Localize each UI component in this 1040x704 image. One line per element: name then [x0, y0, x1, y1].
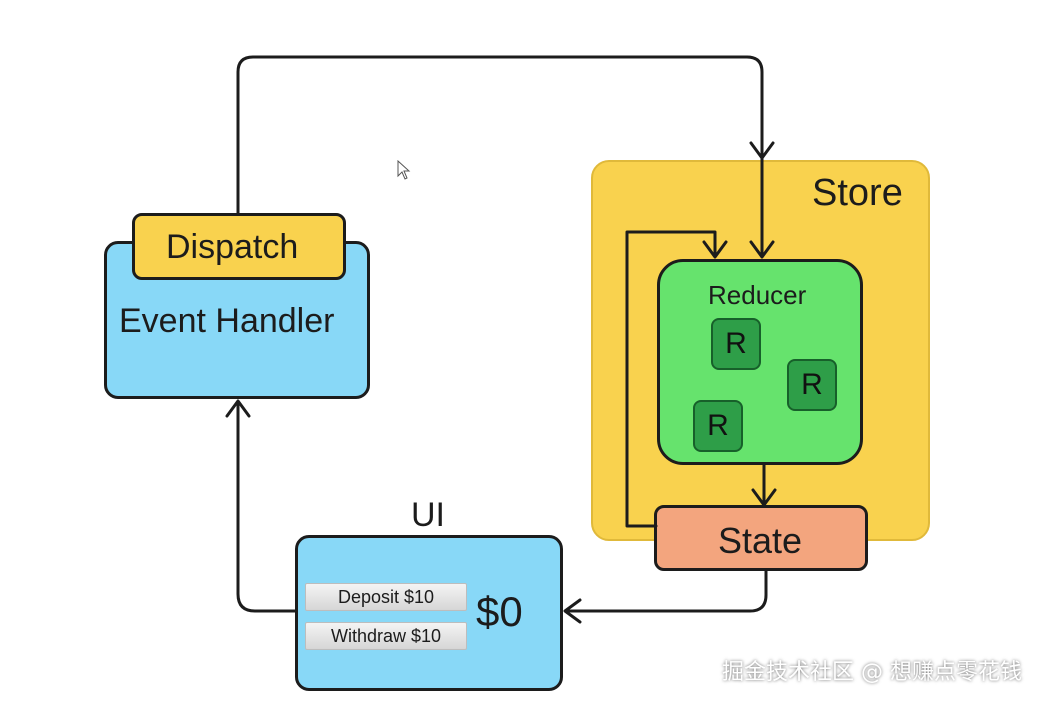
ui-label: UI — [411, 496, 445, 534]
arrow-ui-to-event-handler — [236, 400, 297, 613]
arrow-dispatch-to-reducer — [236, 55, 764, 257]
balance-label: $0 — [476, 588, 523, 635]
withdraw-button[interactable]: Withdraw $10 — [305, 622, 467, 650]
arrow-state-to-ui — [564, 569, 768, 613]
arrow-state-to-reducer — [625, 230, 717, 528]
state-box — [654, 505, 868, 571]
ui-box — [295, 535, 563, 691]
state-label: State — [718, 520, 803, 561]
store-label: Store — [812, 172, 903, 214]
watermark-text: 掘金技术社区 @ 想赚点零花钱 — [722, 660, 1022, 685]
dispatch-label: Dispatch — [166, 228, 299, 266]
reducer-item: R — [787, 359, 837, 411]
reducer-label: Reducer — [708, 280, 807, 310]
reducer-item: R — [693, 400, 743, 452]
mouse-cursor-icon — [397, 160, 411, 180]
dispatch-box — [132, 213, 346, 280]
deposit-button[interactable]: Deposit $10 — [305, 583, 467, 611]
event-handler-label: Event Handler — [119, 302, 335, 340]
reducer-item: R — [711, 318, 761, 370]
